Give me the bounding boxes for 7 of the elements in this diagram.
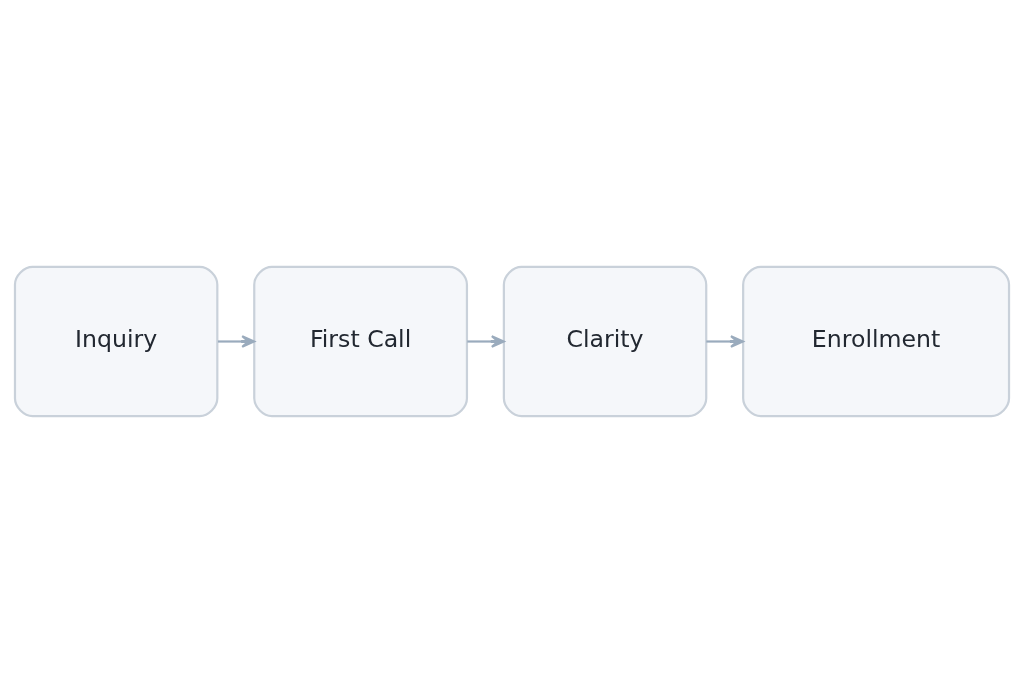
node-box: Clarity — [502, 265, 708, 418]
arrow — [467, 335, 505, 348]
arrow — [217, 335, 256, 348]
node-box: Inquiry — [13, 265, 219, 418]
node-box: Enrollment — [742, 265, 1011, 418]
node-box: First Call — [253, 265, 469, 418]
arrow — [706, 335, 744, 348]
